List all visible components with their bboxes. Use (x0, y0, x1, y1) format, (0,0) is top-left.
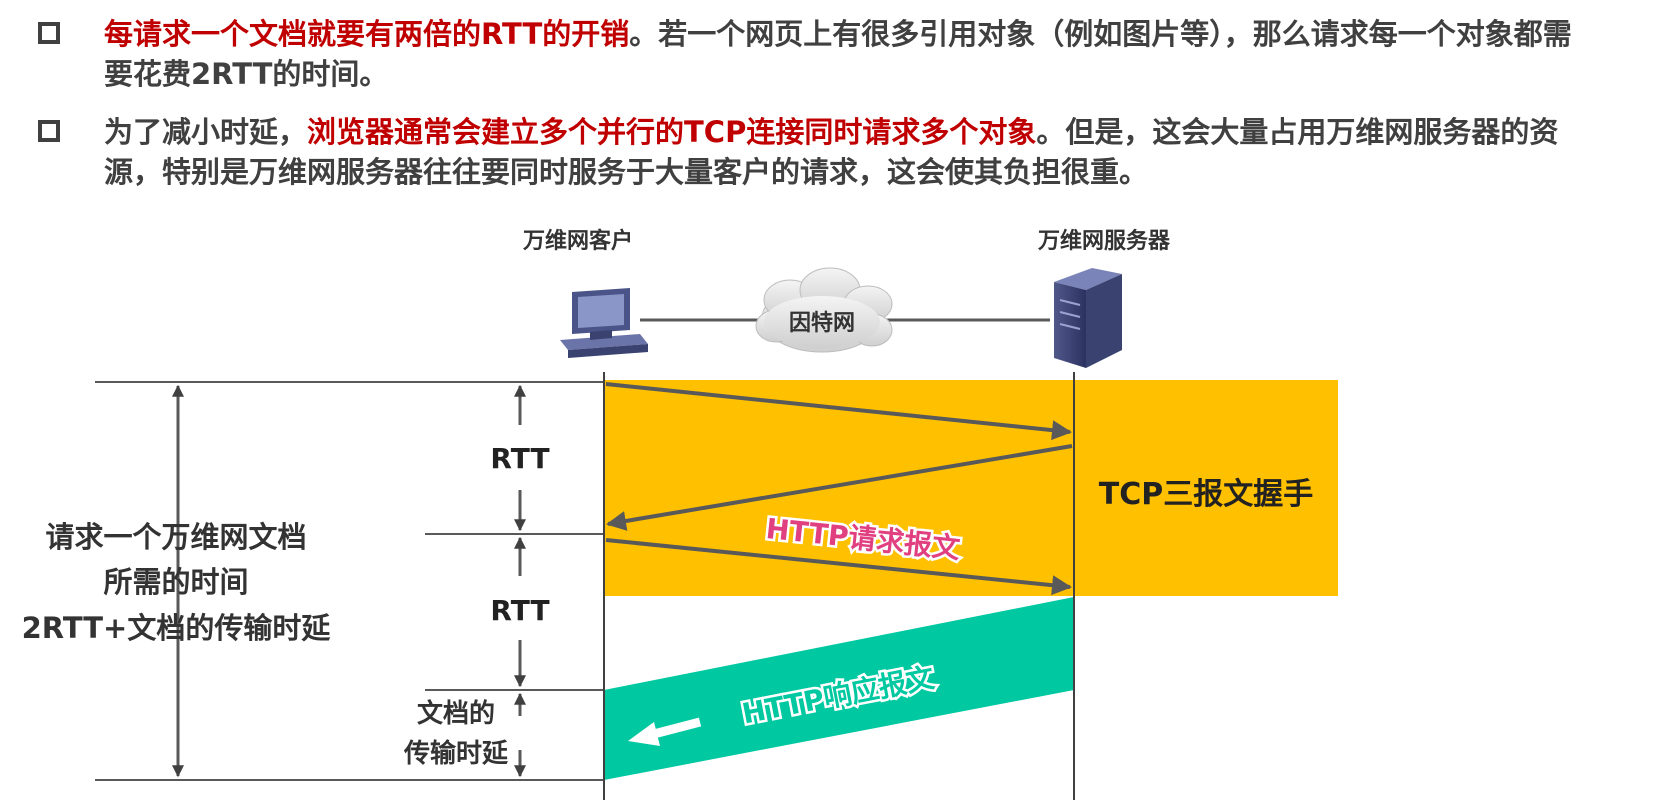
client-label: 万维网客户 (522, 228, 633, 254)
internet-cloud-icon (755, 267, 893, 353)
bullet-checkbox-icon (38, 22, 60, 44)
transfer-label-line1: 文档的 (417, 698, 495, 729)
response-direction-arrow (628, 717, 702, 746)
total-label-line2: 所需的时间 (103, 565, 248, 599)
total-label-line1: 请求一个万维网文档 (45, 520, 306, 554)
response-band (604, 597, 1074, 780)
bullet-2-text: 为了减小时延，浏览器通常会建立多个并行的TCP连接同时请求多个对象。但是，这会大… (104, 112, 1598, 192)
server-label: 万维网服务器 (1037, 228, 1171, 254)
bullet-1: 每请求一个文档就要有两倍的RTT的开销。若一个网页上有很多引用对象（例如图片等）… (38, 14, 1598, 94)
rtt1-label: RTT (490, 442, 549, 475)
handshake-label: TCP三报文握手 (1099, 477, 1313, 512)
bullet-1-text: 每请求一个文档就要有两倍的RTT的开销。若一个网页上有很多引用对象（例如图片等）… (104, 14, 1598, 94)
syn-arrow (605, 382, 1072, 441)
syn-ack-arrow (606, 444, 1073, 531)
request-arrow (605, 538, 1072, 596)
rtt2-label: RTT (490, 594, 549, 627)
handshake-band (604, 380, 1338, 596)
bullet-2-rest: 。但是，这会大量占用万维网服务器的资源，特别是万维网服务器往往要同时服务于大量客… (104, 115, 1559, 189)
total-label-line3: 2RTT+文档的传输时延 (22, 611, 332, 645)
bullet-2-prefix: 为了减小时延， (104, 115, 308, 149)
server-icon (1054, 268, 1122, 368)
bullet-2-highlight: 浏览器通常会建立多个并行的TCP连接同时请求多个对象 (307, 115, 1037, 149)
network-label: 因特网 (789, 310, 855, 336)
bullet-1-rest: 。若一个网页上有很多引用对象（例如图片等），那么请求每一个对象都需要花费2RTT… (104, 17, 1572, 91)
transfer-label-line2: 传输时延 (403, 738, 509, 769)
bullet-1-highlight: 每请求一个文档就要有两倍的RTT的开销 (104, 17, 630, 51)
bullet-2: 为了减小时延，浏览器通常会建立多个并行的TCP连接同时请求多个对象。但是，这会大… (38, 112, 1598, 192)
client-computer-icon (560, 288, 648, 358)
bullet-checkbox-icon (38, 120, 60, 142)
